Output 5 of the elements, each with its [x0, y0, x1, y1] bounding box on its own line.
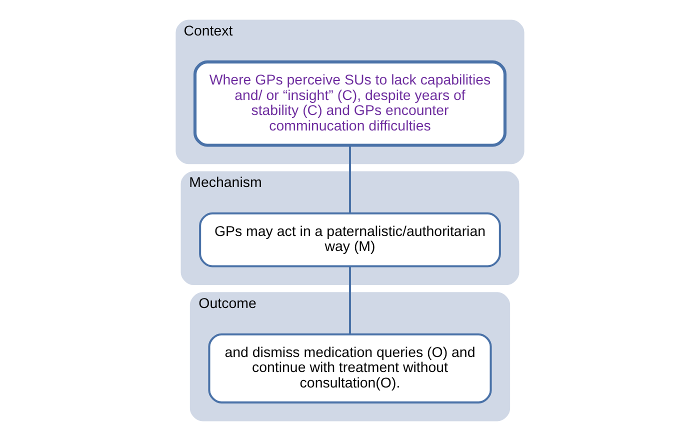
connector: [348, 266, 352, 334]
node-box: Where GPs perceive SUs to lack capabilities and/ or “insight” (C), despite years of stability (C) and GPs encounter comminucation difficulties: [193, 60, 507, 147]
node-box: GPs may act in a paternalistic/authoritarian way (M): [199, 212, 501, 268]
connector: [348, 146, 352, 214]
node-box: and dismiss medication queries (O) and continue with treatment without consultation(O).: [208, 333, 492, 404]
